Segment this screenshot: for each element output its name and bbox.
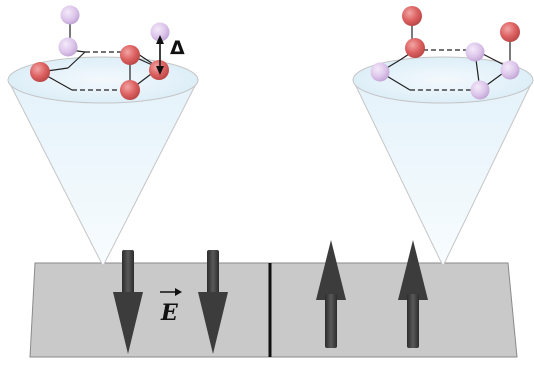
field-label-text: E [160,300,179,326]
atom-violet [465,42,485,62]
arrow-down-1 [113,250,143,354]
left-atoms [30,5,170,100]
atom-violet [500,60,520,80]
atom-violet [370,62,390,82]
arrow-up-2 [398,240,428,348]
atom-red [30,62,50,82]
atom-violet [58,37,78,57]
atom-red [120,80,140,100]
atom-violet [470,80,490,100]
slab [29,262,518,358]
arrow-down-2 [198,250,228,354]
atom-violet [150,22,170,42]
atom-violet [60,5,80,25]
atom-red [405,38,425,58]
right-cone [352,56,534,268]
atom-red [500,22,520,42]
arrow-up-1 [316,240,346,348]
left-cone [7,56,199,268]
delta-marker [156,35,164,75]
delta-label: Δ [170,37,185,59]
field-label: E [160,288,182,326]
atom-red [402,6,422,26]
atom-red [120,45,140,65]
right-atoms [370,6,520,100]
